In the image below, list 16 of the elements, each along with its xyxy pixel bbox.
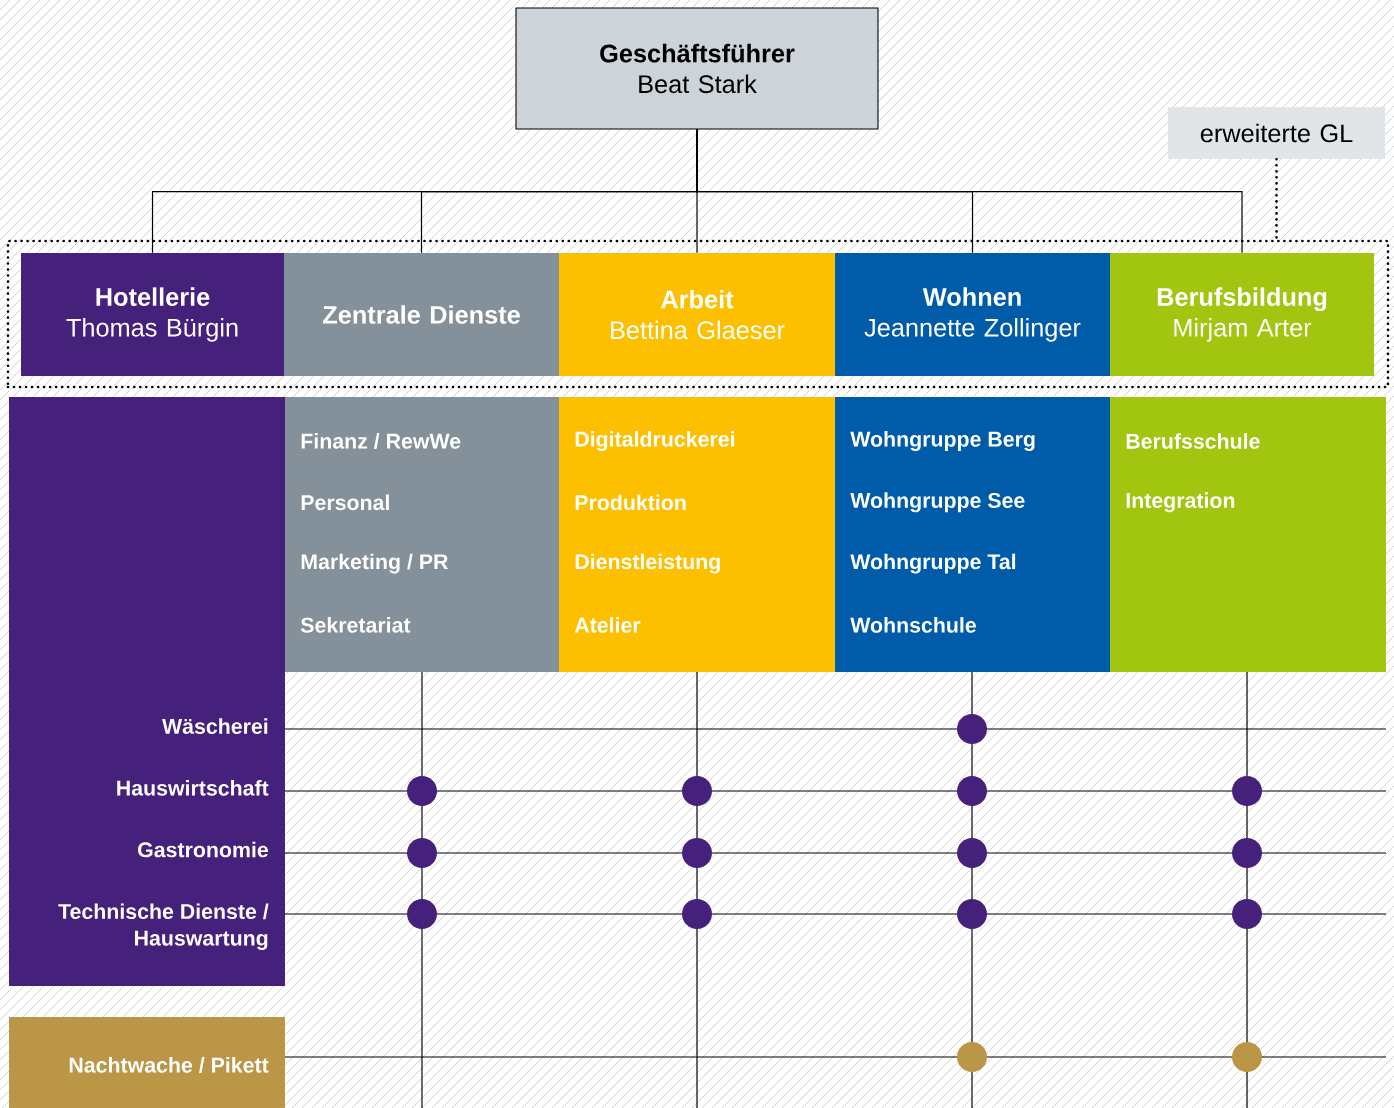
department-box: Hotellerie Thomas Bürgin	[21, 253, 284, 376]
group-label-box: erweiterte GL	[1168, 107, 1385, 159]
unit-panel: Digitaldruckerei Produktion Dienstleistung Atelier	[559, 397, 835, 672]
unit-panel: Wäscherei Hauswirtschaft Gastronomie Technische Dienste / Hauswartung	[9, 397, 285, 986]
connector-line	[696, 128, 1243, 254]
unit-panel: Nachtwache / Pikett	[9, 1017, 285, 1108]
department-box: Berufsbildung Mirjam Arter	[1110, 253, 1374, 376]
dotted-frame	[6, 239, 1390, 389]
department-box: Zentrale Dienste	[284, 253, 559, 376]
department-box: Arbeit Bettina Glaeser	[559, 253, 835, 376]
manager-box: Geschäftsführer Beat Stark	[515, 7, 879, 130]
unit-panel: Berufsschule Integration	[1110, 397, 1386, 672]
unit-panel: Finanz / RewWe Personal Marketing / PR Sekretariat	[285, 397, 559, 672]
unit-panel: Wohngruppe Berg Wohngruppe See Wohngruppe Tal Wohnschule	[835, 397, 1110, 672]
department-box: Wohnen Jeannette Zollinger	[835, 253, 1110, 376]
leader-line	[1275, 157, 1278, 241]
